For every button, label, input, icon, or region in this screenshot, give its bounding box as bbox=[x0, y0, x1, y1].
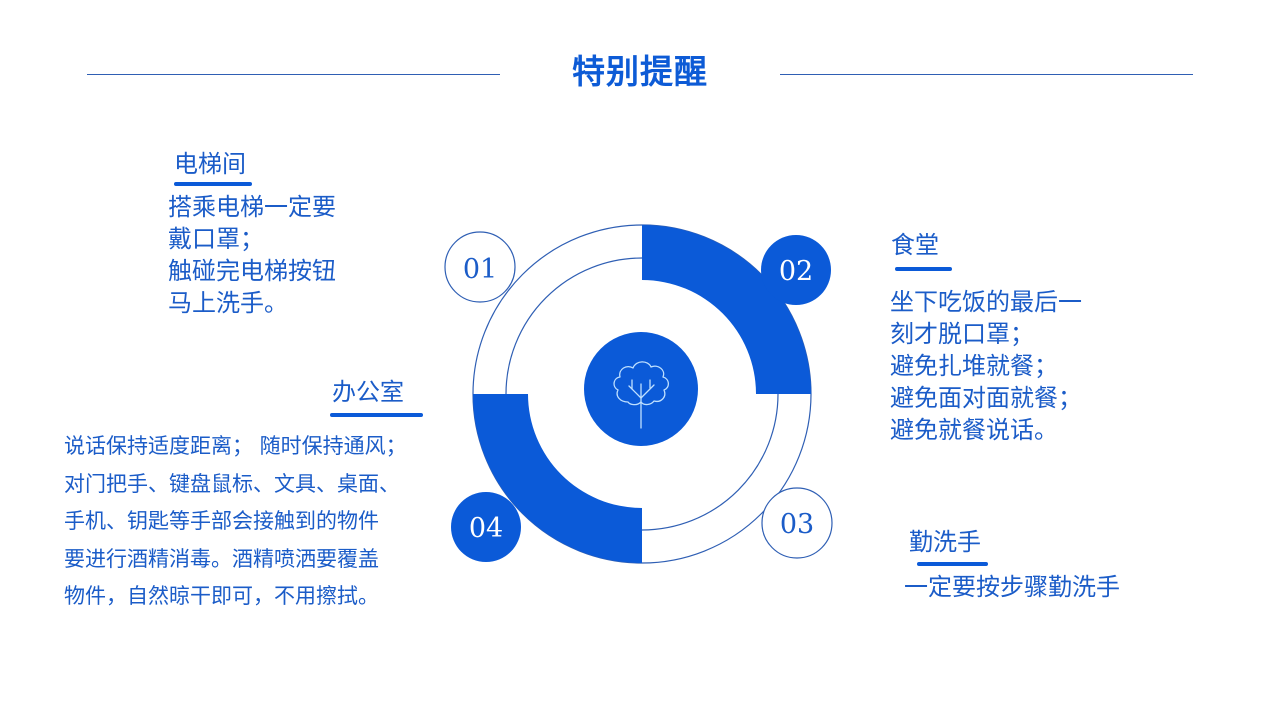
step-03-number: 03 bbox=[779, 509, 815, 540]
canteen-line: 避免面对面就餐； bbox=[890, 384, 1082, 412]
segment-04-arc bbox=[473, 394, 642, 563]
elevator-line: 戴口罩； bbox=[168, 225, 264, 253]
office-heading: 办公室 bbox=[332, 378, 404, 406]
office-line: 要进行酒精消毒。酒精喷洒要覆盖 bbox=[64, 546, 379, 571]
office-line: 手机、钥匙等手部会接触到的物件 bbox=[64, 509, 379, 533]
canteen-text: 坐下吃饭的最后一 刻才脱口罩； 避免扎堆就餐； 避免面对面就餐； 避免就餐说话。 bbox=[890, 286, 1082, 446]
office-line: 说话保持适度距离； 随时保持通风； bbox=[64, 434, 407, 458]
office-text: 说话保持适度距离； 随时保持通风； 对门把手、键盘鼠标、文具、桌面、 手机、钥匙… bbox=[64, 428, 407, 616]
handwash-heading: 勤洗手 bbox=[909, 528, 981, 556]
canteen-line: 坐下吃饭的最后一 bbox=[890, 288, 1082, 316]
segment-02-arc bbox=[642, 225, 811, 394]
office-line: 对门把手、键盘鼠标、文具、桌面、 bbox=[64, 471, 400, 496]
handwash-text: 一定要按步骤勤洗手 bbox=[904, 571, 1120, 603]
elevator-text: 搭乘电梯一定要 戴口罩； 触碰完电梯按钮 马上洗手。 bbox=[168, 191, 336, 319]
tree-icon bbox=[613, 361, 670, 429]
elevator-heading: 电梯间 bbox=[174, 150, 246, 178]
header-divider-right bbox=[780, 74, 1193, 75]
header-divider-left bbox=[87, 74, 500, 75]
step-04-circle bbox=[451, 492, 521, 562]
canteen-line: 避免扎堆就餐； bbox=[890, 352, 1058, 380]
step-04-number: 04 bbox=[468, 513, 504, 544]
elevator-line: 搭乘电梯一定要 bbox=[168, 193, 336, 221]
office-underline bbox=[330, 413, 423, 417]
canteen-heading: 食堂 bbox=[891, 231, 939, 259]
canteen-line: 刻才脱口罩； bbox=[890, 320, 1034, 348]
canteen-line: 避免就餐说话。 bbox=[890, 416, 1058, 444]
canteen-underline bbox=[895, 267, 952, 271]
step-02-number: 02 bbox=[778, 256, 814, 287]
elevator-line: 触碰完电梯按钮 bbox=[168, 257, 336, 285]
office-line: 物件，自然晾干即可，不用擦拭。 bbox=[64, 584, 379, 608]
elevator-line: 马上洗手。 bbox=[168, 289, 288, 317]
handwash-underline bbox=[917, 562, 988, 566]
page-title: 特别提醒 bbox=[572, 52, 708, 91]
step-02-circle bbox=[761, 235, 831, 305]
step-03-circle bbox=[761, 487, 833, 559]
step-01-number: 01 bbox=[462, 254, 498, 285]
step-01-circle bbox=[444, 231, 516, 303]
elevator-underline bbox=[174, 182, 252, 186]
handwash-line: 一定要按步骤勤洗手 bbox=[904, 573, 1120, 601]
